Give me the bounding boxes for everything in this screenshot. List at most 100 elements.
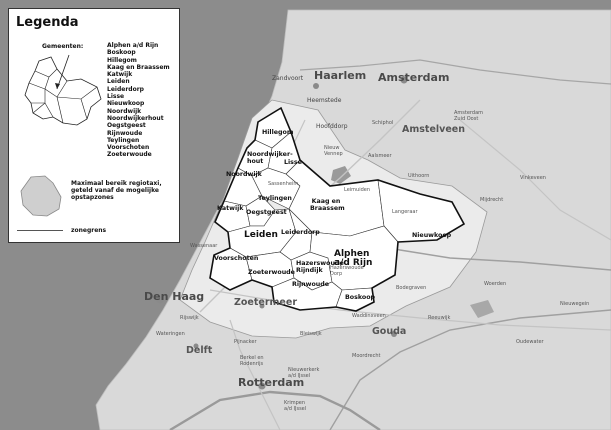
legend-municipality: Oegstgeest bbox=[107, 122, 146, 130]
legend-inset-map bbox=[24, 54, 102, 126]
city-label-wassenaar: Wassenaar bbox=[190, 243, 218, 249]
legend-municipality: Voorschoten bbox=[107, 144, 150, 152]
legend-panel: Legenda Gemeenten: Alphen a/d Rijn Bosko… bbox=[8, 8, 180, 243]
legend-municipality: Noordwijkerhout bbox=[107, 114, 164, 122]
city-label-amstelveen: Amstelveen bbox=[402, 124, 465, 135]
muni-label-boskoop: Boskoop bbox=[345, 294, 376, 301]
city-label-sassenheim: Sassenheim bbox=[268, 181, 299, 187]
city-label-bleiswijk: Bleiswijk bbox=[300, 331, 322, 337]
legend-inset-borders bbox=[28, 68, 98, 124]
legend-municipality: Katwijk bbox=[107, 71, 133, 79]
muni-label-leiden: Leiden bbox=[244, 230, 278, 240]
city-label-nieuwegein: Nieuwegein bbox=[560, 301, 590, 307]
city-label-hazerswoude-dorp: Hazerswoude Dorp bbox=[330, 265, 364, 277]
legend-service-area-shape bbox=[20, 175, 62, 217]
city-label-bodegraven: Bodegraven bbox=[396, 285, 427, 291]
muni-label-hazerswoude-rijndijk: Hazerswoude Rijndijk bbox=[296, 260, 344, 274]
city-label-zoetermeer: Zoetermeer bbox=[234, 297, 297, 308]
region-boundary bbox=[209, 106, 466, 312]
city-label-schiphol: Schiphol bbox=[372, 120, 394, 126]
city-label-waddinxveen: Waddinxveen bbox=[352, 313, 386, 319]
muni-label-leimuiden: Leimuiden bbox=[344, 187, 371, 193]
city-label-rotterdam: Rotterdam bbox=[238, 376, 305, 389]
muni-label-leiderdorp: Leiderdorp bbox=[281, 229, 320, 236]
lake-westeinder bbox=[331, 166, 351, 184]
road-a2 bbox=[459, 119, 611, 241]
city-label-krimpen: Krimpen a/d IJssel bbox=[284, 400, 307, 412]
city-label-amsterdam-zuidoost: Amsterdam Zuid Oost bbox=[454, 110, 484, 122]
muni-label-voorschoten: Voorschoten bbox=[214, 255, 259, 262]
city-label-aalsmeer: Aalsmeer bbox=[368, 153, 392, 159]
muni-label-oegstgeest: Oegstgeest bbox=[246, 209, 287, 216]
muni-label-zoeterwoude: Zoeterwoude bbox=[248, 269, 295, 276]
legend-municipality: Alphen a/d Rijn bbox=[107, 42, 159, 49]
town-markers bbox=[156, 76, 408, 390]
legend-service-area-swatch bbox=[20, 175, 62, 217]
city-label-nieuwerkerk: Nieuwerkerk a/d IJssel bbox=[288, 367, 320, 379]
city-label-uithoorn: Uithoorn bbox=[408, 173, 430, 179]
legend-pointer-arrow bbox=[56, 54, 70, 90]
legend-municipality: Leiderdorp bbox=[107, 85, 144, 93]
city-label-nieuw-vennep: Nieuw Vennep bbox=[324, 145, 343, 157]
dot-gouda bbox=[391, 331, 397, 337]
legend-municipalities-list: Alphen a/d Rijn Boskoop Hillegom Kaag en… bbox=[107, 42, 170, 159]
dot-den-haag bbox=[156, 296, 164, 304]
dot-delft bbox=[193, 343, 199, 349]
legend-title: Legenda bbox=[16, 15, 79, 30]
legend-municipality: Rijnwoude bbox=[107, 129, 143, 137]
muni-label-lisse: Lisse bbox=[284, 159, 302, 166]
legend-municipality: Kaag en Braassem bbox=[107, 63, 170, 71]
city-label-amsterdam: Amsterdam bbox=[378, 71, 450, 84]
city-label-woerden: Woerden bbox=[484, 281, 507, 287]
city-label-rijswijk: Rijswijk bbox=[180, 315, 199, 321]
legend-service-area-text: Maximaal bereik regiotaxi, geteld vanaf … bbox=[71, 180, 162, 202]
lake-reeuwijk bbox=[470, 300, 494, 318]
city-label-den-haag: Den Haag bbox=[144, 290, 205, 303]
city-label-heemstede: Heemstede bbox=[307, 97, 342, 104]
city-label-delft: Delft bbox=[186, 345, 213, 356]
muni-label-kaag: Kaag en Braassem bbox=[310, 198, 345, 212]
city-label-mijdrecht: Mijdrecht bbox=[480, 197, 504, 203]
dot-haarlem bbox=[313, 83, 319, 89]
river-ijssel bbox=[329, 309, 611, 430]
legend-municipality: Zoeterwoude bbox=[107, 151, 152, 159]
river-nieuwe-maas bbox=[169, 390, 381, 430]
city-label-berkel: Berkel en Rodenrijs bbox=[240, 355, 264, 367]
city-label-reeuwijk: Reeuwijk bbox=[428, 315, 451, 321]
muni-label-hillegom: Hillegom bbox=[262, 129, 294, 136]
muni-label-noordwijk: Noordwijk bbox=[226, 171, 262, 178]
legend-municipality: Nieuwkoop bbox=[107, 100, 145, 108]
legend-municipality: Leiden bbox=[107, 78, 130, 86]
muni-label-nieuwkoop: Nieuwkoop bbox=[412, 232, 452, 239]
city-label-gouda: Gouda bbox=[372, 326, 407, 337]
legend-municipality: Hillegom bbox=[107, 56, 137, 64]
road-a12 bbox=[209, 289, 611, 331]
legend-municipality: Boskoop bbox=[107, 49, 136, 57]
muni-label-rijnwoude: Rijnwoude bbox=[292, 281, 330, 288]
legend-municipality: Noordwijk bbox=[107, 107, 142, 115]
legend-inset-region bbox=[24, 56, 102, 126]
city-label-pijnacker: Pijnacker bbox=[234, 339, 257, 345]
muni-label-katwijk: Katwijk bbox=[217, 205, 244, 212]
dot-zoetermeer bbox=[259, 303, 265, 309]
legend-municipalities-label: Gemeenten: bbox=[42, 43, 84, 50]
legend-municipality: Lisse bbox=[107, 93, 125, 101]
legend-zone-text: zonegrens bbox=[71, 227, 107, 234]
canal-amsterdam bbox=[299, 59, 611, 85]
city-label-moordrecht: Moordrecht bbox=[352, 353, 381, 359]
legend-municipality: Teylingen bbox=[107, 136, 140, 144]
muni-label-langeraar: Langeraar bbox=[392, 209, 418, 215]
legend-pointer-head bbox=[55, 83, 60, 89]
muni-label-alphen: Alphen a/d Rijn bbox=[334, 249, 373, 268]
legend-zone-line bbox=[17, 230, 63, 231]
city-label-haarlem: Haarlem bbox=[314, 69, 367, 82]
muni-label-noordwijkerhout: Noordwijker-hout bbox=[247, 151, 293, 165]
city-label-vinkeveen: Vinkeveen bbox=[520, 175, 546, 181]
muni-label-teylingen: Teylingen bbox=[258, 195, 292, 202]
dot-rotterdam bbox=[258, 382, 266, 390]
city-label-wateringen: Wateringen bbox=[156, 331, 185, 337]
dot-amsterdam bbox=[400, 76, 408, 84]
city-label-zandvoort: Zandvoort bbox=[272, 75, 304, 82]
